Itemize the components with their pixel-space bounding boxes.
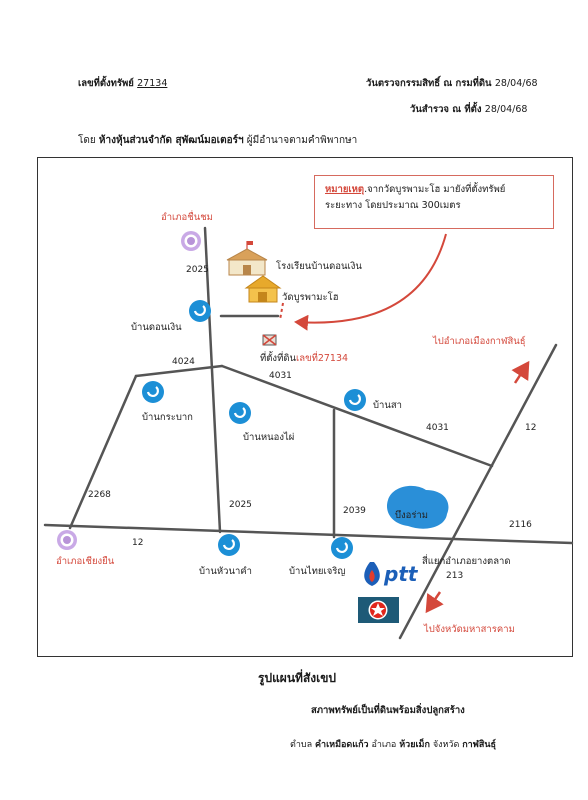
note-line-1: .จากวัดบูรพามะโฮ มายังที่ตั้งทรัพย์ [364,184,506,195]
survey-date-label: วันสำรวจ ณ ที่ตั้ง [410,104,482,115]
surveyor-company: ห้างหุ้นส่วนจำกัด สุพัฒน์มอเตอร์ฯ [98,135,244,146]
label-land-site: ที่ตั้งที่ดินเลขที่27134 [260,351,348,366]
label-land-site-prefix: ที่ตั้งที่ดิน [260,353,296,364]
caltex-logo-icon [358,597,399,623]
lake-icon [386,485,449,529]
ptt-logo-icon [364,562,380,586]
road-12-east [398,343,558,640]
arrow-down-icon [425,591,444,614]
survey-date: วันสำรวจ ณ ที่ตั้ง 28/04/68 [410,102,527,117]
surveyor-line: โดย ห้างหุ้นส่วนจำกัด สุพัฒน์มอเตอร์ฯ ผู… [78,133,357,148]
survey-date-value: 28/04/68 [484,104,528,115]
label-ban-hua-na-kham: บ้านหัวนาคำ [199,566,252,577]
label-ban-nong-phai: บ้านหนองไผ่ [243,432,295,443]
road-label-2025-top: 2025 [186,265,209,275]
label-ban-thai-charoen: บ้านไทยเจริญ [289,566,346,577]
road-label-12-east: 12 [525,423,537,433]
amphoe-label: อำเภอ [371,740,397,750]
label-ban-don-ngoen: บ้านดอนเงิน [131,322,182,333]
label-junction-yang-talat: สี่แยกอำเภอยางตลาด [422,556,511,567]
note-heading: หมายเหตุ [325,184,365,195]
road-2268 [68,374,138,530]
road-network [43,226,574,640]
district-icon [181,231,201,251]
label-to-kalasin: ไปอำเภอเมืองกาฬสินธุ์ [433,336,526,347]
road-2025 [203,226,222,534]
road-12-main [43,523,574,545]
village-icon [331,537,353,559]
village-icon [189,300,211,322]
arrow-up-icon [511,360,530,384]
label-district-chiang-yuen: อำเภอเชียงยืน [56,556,115,567]
label-school: โรงเรียนบ้านดอนเงิน [276,261,362,272]
road-label-12-bottom: 12 [132,538,144,548]
village-icon [344,389,366,411]
property-status: สภาพทรัพย์เป็นที่ดินพร้อมสิ่งปลูกสร้าง [311,705,465,716]
road-label-2116: 2116 [509,520,532,530]
road-label-213: 213 [446,571,464,581]
road-label-4031-a: 4031 [269,371,292,381]
surveyor-suffix: ผู้มีอำนาจตามคำพิพากษา [246,135,358,146]
school-icon [226,241,268,276]
tambon-label: ตำบล [290,740,313,750]
label-temple: วัดบูรพามะโฮ [282,292,339,303]
road-label-4031-b: 4031 [426,423,449,433]
map-caption: รูปแผนที่สังเขป [258,671,337,685]
village-icon [218,534,240,556]
land-site-icon [262,334,277,346]
village-icon [229,402,251,424]
label-bueng-lake: บึงอร่าม [395,510,429,521]
road-label-2039: 2039 [343,506,366,516]
label-ban-krabak: บ้านกระบาก [142,412,193,423]
ptt-logo-text: ptt [383,562,419,586]
note-line-2: ระยะทาง โดยประมาณ 300เมตร [325,200,461,211]
province-value: กาฬสินธุ์ [462,740,496,750]
route-dashed [279,302,284,321]
ownership-check-value: 28/04/68 [494,78,538,89]
note-box: หมายเหตุ.จากวัดบูรพามะโฮ มายังที่ตั้งทรั… [314,175,554,229]
label-land-site-number: เลขที่27134 [296,353,349,364]
label-district-chuenchom: อำเภอชื่นชม [161,212,213,223]
ownership-check-label: วันตรวจกรรมสิทธิ์ ณ กรมที่ดิน [366,78,492,89]
label-to-maha-sarakham: ไปจังหวัดมหาสารคาม [424,624,515,635]
road-label-4024: 4024 [172,357,195,367]
road-label-2268: 2268 [88,490,111,500]
property-location: ตำบล คำเหมือดแก้ว อำเภอ ห้วยเม็ก จังหวัด… [290,737,496,751]
ownership-check-date: วันตรวจกรรมสิทธิ์ ณ กรมที่ดิน 28/04/68 [366,76,538,91]
asset-number: เลขที่ตั้งทรัพย์ 27134 [78,76,167,91]
amphoe-value: ห้วยเม็ก [399,740,430,750]
asset-number-value: 27134 [137,78,168,89]
province-label: จังหวัด [432,740,460,750]
road-4031 [220,364,494,468]
district-icon [57,530,77,550]
road-label-2025-mid: 2025 [229,500,252,510]
map-frame [37,157,573,657]
village-icon [142,381,164,403]
road-4024 [134,364,224,378]
surveyor-prefix: โดย [78,135,96,146]
asset-number-label: เลขที่ตั้งทรัพย์ [78,78,134,89]
arrow-icon [294,233,447,331]
label-ban-sa: บ้านสา [373,400,402,411]
temple-icon [244,275,282,303]
tambon-value: คำเหมือดแก้ว [315,740,369,750]
